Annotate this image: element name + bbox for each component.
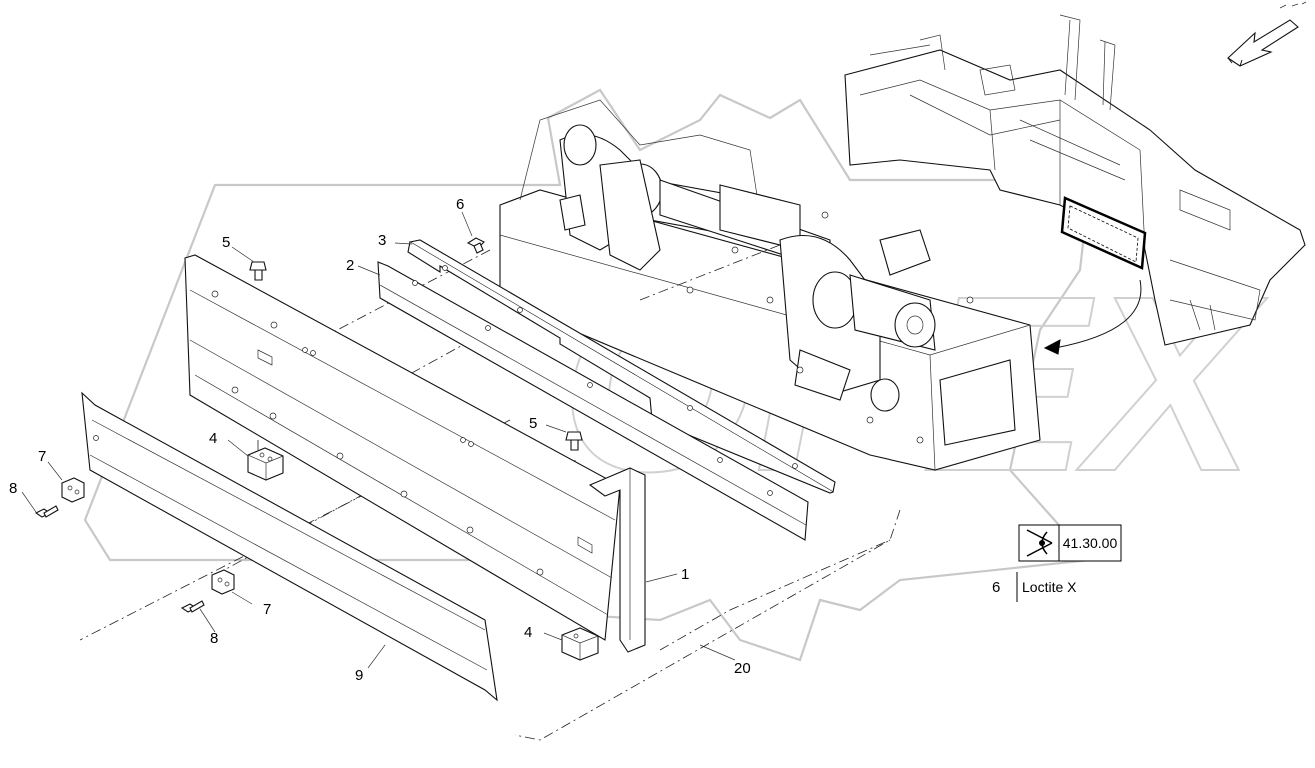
loctite-note: 6 Loctite X	[992, 572, 1077, 602]
callout-6: 6	[456, 196, 464, 213]
callout-4a: 4	[209, 430, 217, 447]
callout-7a: 7	[38, 448, 46, 465]
direction-arrow	[1227, 1, 1307, 67]
callout-3: 3	[378, 232, 386, 249]
part-4-blocks	[247, 447, 599, 661]
callout-5a: 5	[222, 234, 230, 251]
callout-8b: 8	[210, 630, 218, 647]
callout-5b: 5	[529, 415, 537, 432]
part-1-plate	[184, 254, 646, 653]
callout-8a: 8	[9, 480, 17, 497]
part-3-strip	[407, 239, 836, 494]
leader-lines	[21, 211, 736, 669]
part-9-strip	[81, 391, 498, 702]
callout-4b: 4	[524, 624, 532, 641]
callout-7b: 7	[263, 601, 271, 618]
highlight-frame	[1060, 196, 1147, 270]
part-6-screw	[466, 237, 485, 254]
eye-icon	[1026, 529, 1053, 557]
machine-frame	[499, 99, 1041, 471]
note-item-number: 6	[992, 579, 1000, 596]
reference-code: 41.30.00	[1063, 535, 1118, 551]
callout-20: 20	[734, 660, 751, 677]
machine-overview	[844, 14, 1306, 355]
reference-box[interactable]: 41.30.00	[1018, 524, 1122, 562]
part-2-strip	[377, 261, 809, 541]
part-7-8-hardware	[34, 477, 235, 613]
part-5-bolts	[249, 261, 583, 451]
note-text: Loctite X	[1022, 579, 1077, 595]
callout-2: 2	[346, 257, 354, 274]
callout-9: 9	[355, 667, 363, 684]
callout-1: 1	[681, 566, 689, 583]
callout-labels: 1 2 3 4 4 5 5 6 7 7 8 8 9 20	[9, 196, 751, 684]
